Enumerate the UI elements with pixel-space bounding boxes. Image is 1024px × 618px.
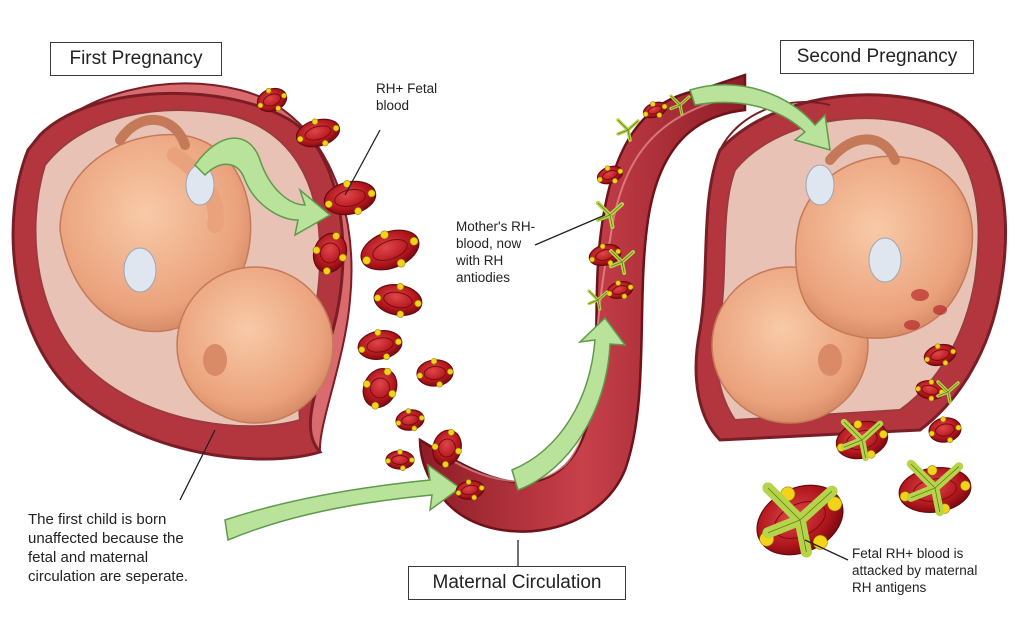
- second-fetus: [711, 134, 974, 424]
- annotation-line: blood: [376, 98, 410, 113]
- antibody: [906, 459, 964, 517]
- blood-cell: [295, 118, 341, 148]
- blood-cell: [323, 180, 377, 216]
- antibody: [936, 380, 960, 404]
- maternal-vessel: [418, 73, 747, 533]
- annotation-line: The first child is born: [28, 511, 167, 528]
- annotation-line: fetal and maternal: [28, 549, 149, 566]
- first-child-note: The first child is born unaffected becaus…: [28, 510, 188, 586]
- second-pregnancy-label: Second Pregnancy: [780, 40, 974, 74]
- mothers-blood-note: Mother's RH-blood, now with RH antiodies: [456, 218, 535, 286]
- first-pregnancy-label: First Pregnancy: [50, 42, 222, 76]
- antibody: [762, 482, 838, 558]
- antibody: [669, 94, 691, 116]
- first-fetus: [59, 114, 334, 424]
- antibody: [840, 418, 884, 462]
- blood-cell: [928, 416, 962, 444]
- maternal-circulation-label: Maternal Circulation: [408, 566, 626, 600]
- blood-cell: [588, 243, 622, 267]
- antibody: [587, 289, 609, 311]
- flow-arrows: [194, 84, 831, 542]
- leader-lines: [179, 129, 849, 568]
- annotation-line: unaffected because the: [28, 530, 184, 547]
- second-pregnancy-uterus: [694, 93, 1008, 442]
- arrow-to-mother: [194, 137, 332, 237]
- annotation-line: with RH: [456, 253, 504, 268]
- blood-cell: [642, 101, 668, 119]
- antibody: [595, 200, 625, 230]
- blood-cell: [416, 358, 454, 388]
- blood-cell: [385, 449, 415, 471]
- annotation-line: antiodies: [456, 270, 511, 285]
- annotation-line: blood, now: [456, 236, 522, 251]
- blood-cell: [915, 379, 945, 402]
- annotation-line: circulation are seperate.: [28, 568, 189, 585]
- antibodies: [587, 94, 964, 558]
- arrow-to-second-fetus: [689, 84, 831, 152]
- annotation-line: RH antigens: [852, 580, 927, 595]
- blood-cell: [606, 280, 634, 300]
- antibody: [609, 249, 635, 275]
- annotation-line: Fetal RH+ blood is: [852, 546, 964, 561]
- arrow-up-vessel: [511, 316, 627, 491]
- antibody: [616, 118, 640, 142]
- blood-cell: [357, 329, 403, 361]
- blood-cell: [373, 283, 423, 318]
- blood-cell: [360, 229, 420, 271]
- blood-cell: [455, 479, 485, 501]
- blood-cell: [431, 428, 462, 468]
- annotation-line: attacked by maternal: [852, 563, 978, 578]
- blood-cell: [362, 367, 398, 410]
- arrow-from-first-child: [224, 463, 462, 542]
- blood-cell: [395, 408, 425, 432]
- blood-cell: [312, 232, 348, 275]
- blood-cell: [596, 165, 624, 185]
- rh-fetal-blood-note: RH+ Fetal blood: [376, 80, 437, 114]
- blood-cell: [256, 87, 288, 113]
- annotation-line: RH+ Fetal: [376, 81, 438, 96]
- annotation-line: Mother's RH-: [456, 219, 536, 234]
- blood-cell: [923, 343, 957, 367]
